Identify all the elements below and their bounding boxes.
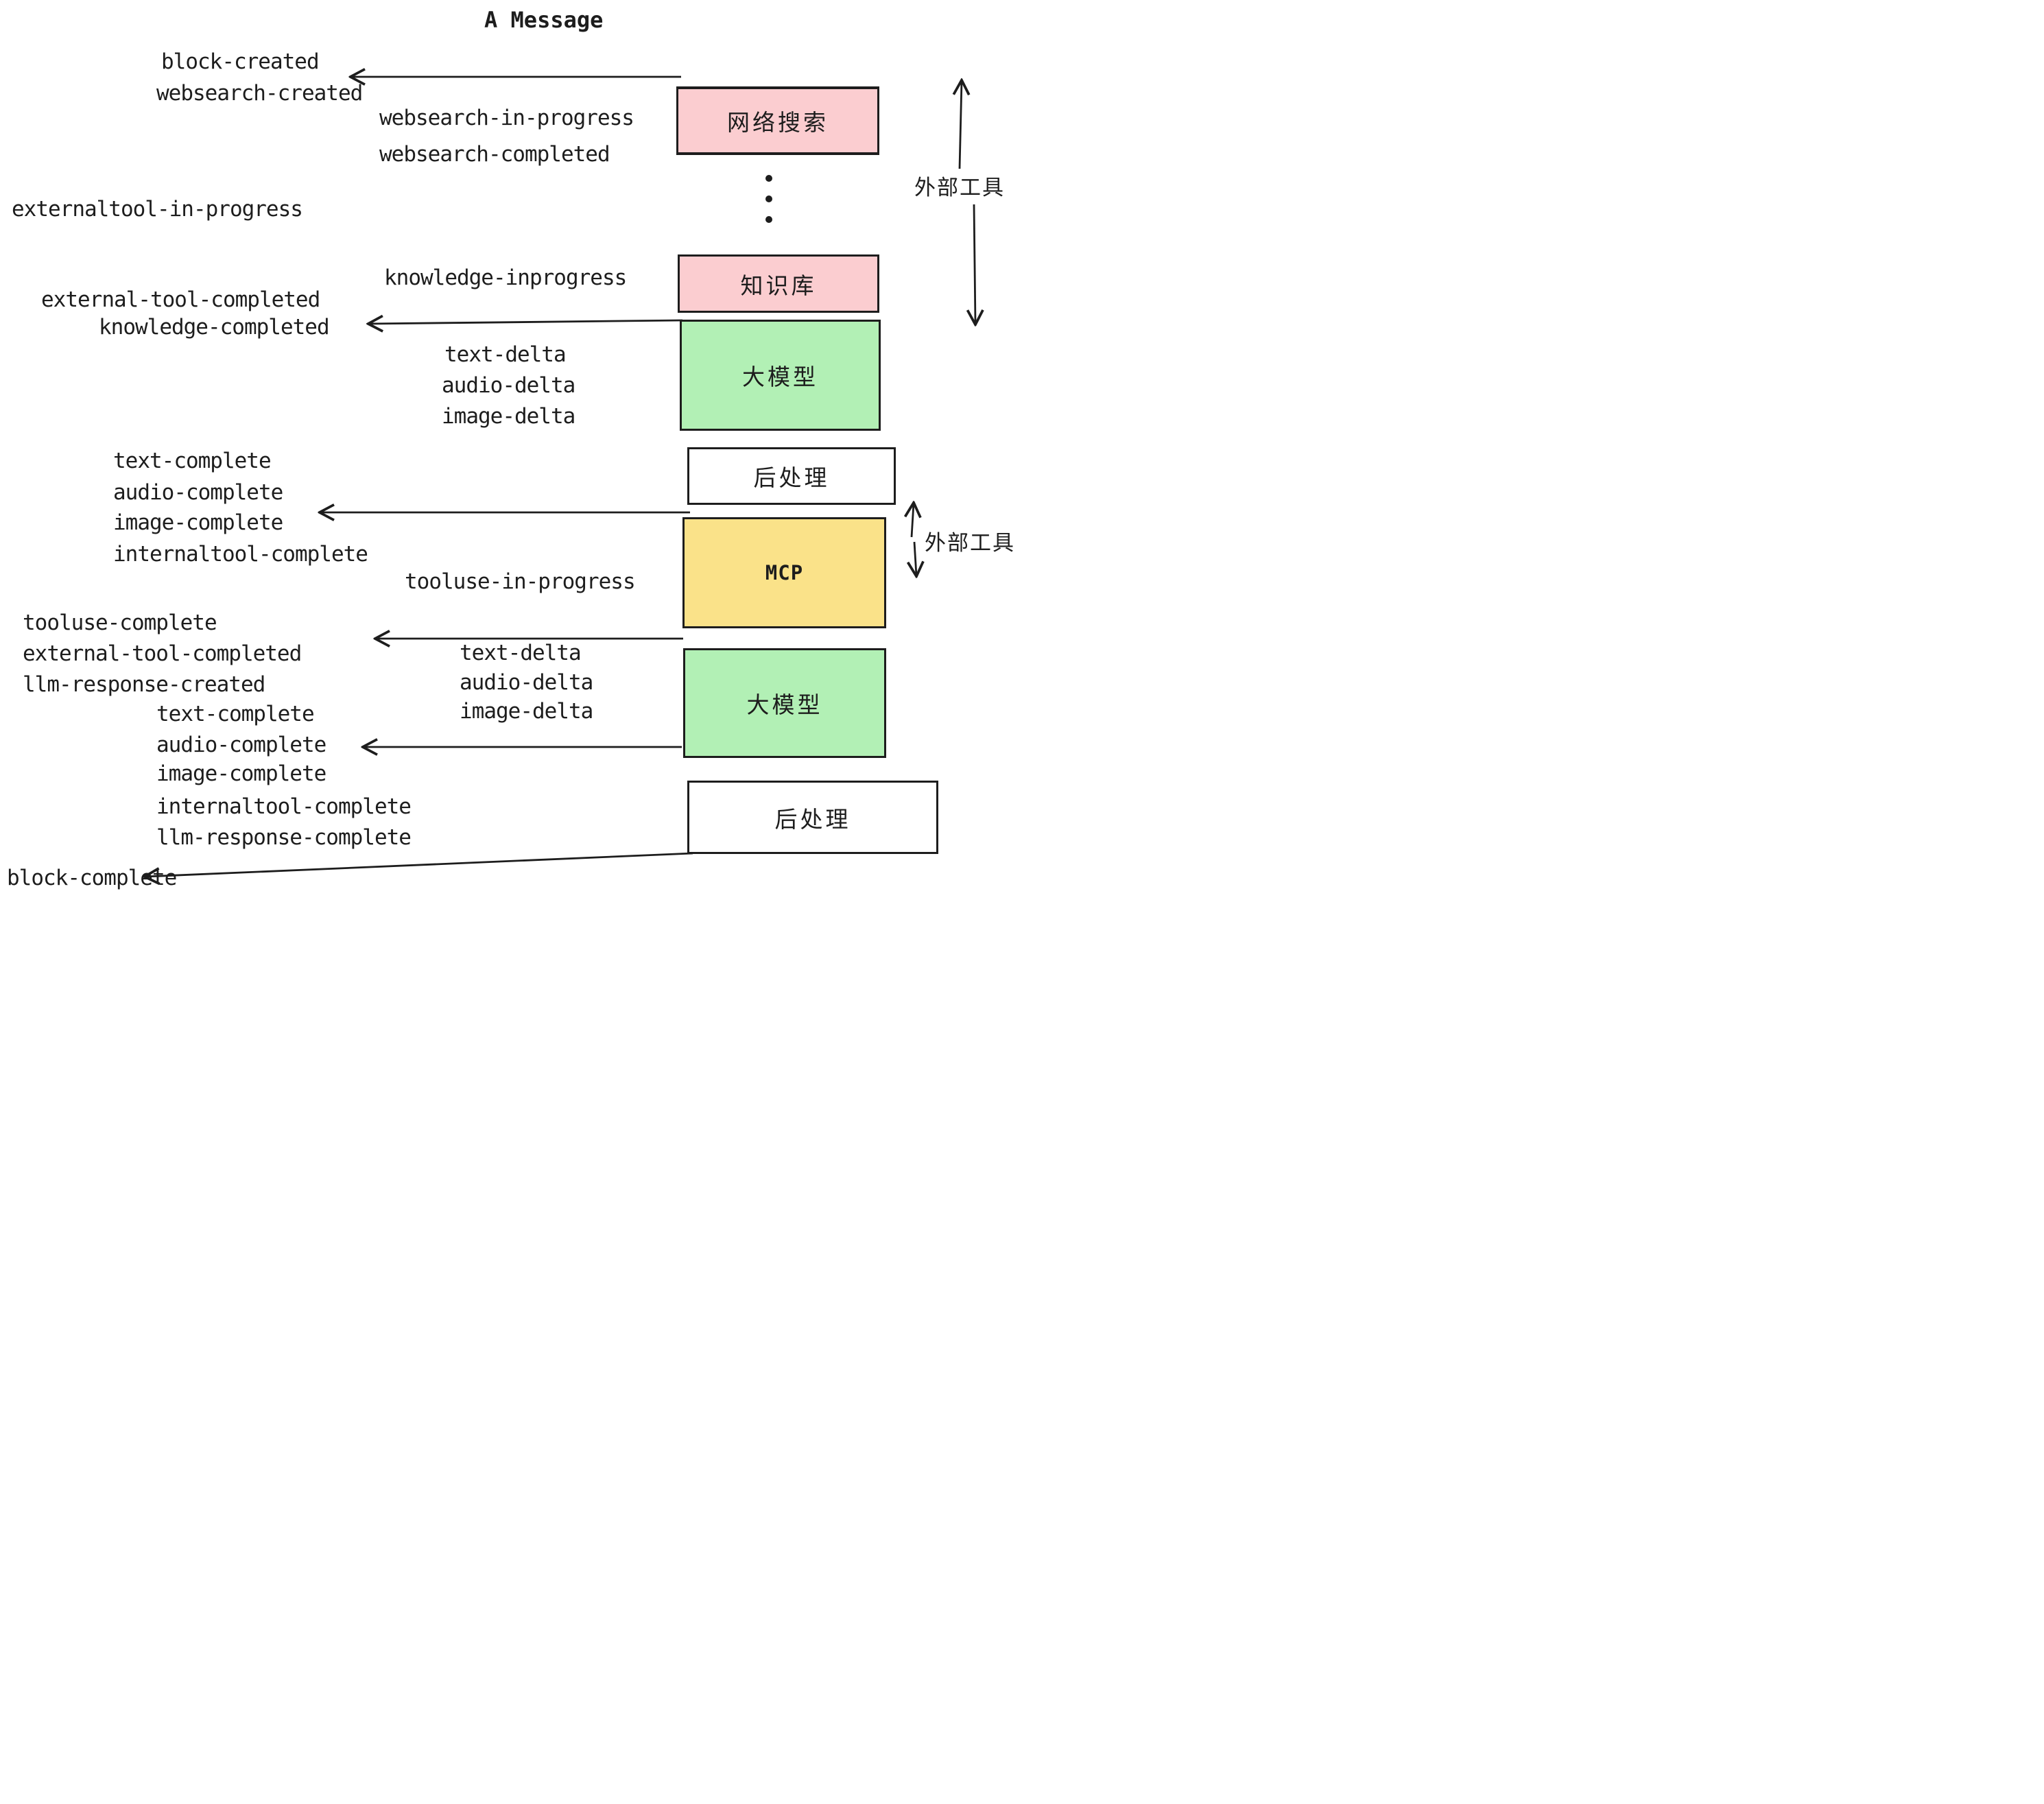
event-websearch-completed: websearch-completed bbox=[379, 142, 610, 167]
event-llm-response-complete: llm-response-complete bbox=[156, 825, 412, 850]
event-text-delta-2: text-delta bbox=[460, 641, 582, 665]
box-llm-top: 大模型 bbox=[680, 320, 881, 431]
event-internaltool-complete-2: internaltool-complete bbox=[156, 794, 412, 819]
event-text-complete-2: text-complete bbox=[156, 702, 315, 726]
arrows-layer bbox=[0, 0, 1022, 902]
event-text-complete-1: text-complete bbox=[113, 449, 272, 473]
arrow-external-tools-down-icon bbox=[974, 204, 975, 324]
ellipsis-dot-icon bbox=[765, 216, 772, 223]
box-knowledge-label: 知识库 bbox=[740, 272, 817, 299]
event-audio-delta-2: audio-delta bbox=[460, 670, 593, 695]
arrow-block-complete bbox=[145, 852, 693, 877]
box-postprocess-bottom: 后处理 bbox=[687, 781, 938, 854]
event-knowledge-completed: knowledge-completed bbox=[99, 315, 330, 340]
box-postprocess-top: 后处理 bbox=[687, 447, 896, 505]
box-postprocess-bottom-label: 后处理 bbox=[774, 805, 851, 833]
annotation-external-tools-mcp: 外部工具 bbox=[925, 531, 1015, 556]
box-websearch: 网络搜索 bbox=[676, 86, 879, 155]
annotation-external-tools-top: 外部工具 bbox=[914, 176, 1005, 200]
diagram-title: A Message bbox=[484, 7, 604, 33]
box-llm-top-label: 大模型 bbox=[742, 364, 818, 390]
event-external-tool-completed: external-tool-completed bbox=[41, 287, 320, 312]
event-tooluse-in-progress: tooluse-in-progress bbox=[405, 569, 636, 594]
event-llm-response-created: llm-response-created bbox=[23, 672, 265, 697]
event-block-complete: block-complete bbox=[7, 866, 177, 890]
event-block-created: block-created bbox=[161, 49, 320, 74]
box-mcp-label: MCP bbox=[765, 561, 804, 584]
box-knowledge: 知识库 bbox=[678, 254, 879, 313]
event-audio-delta-1: audio-delta bbox=[442, 373, 575, 398]
event-websearch-created: websearch-created bbox=[156, 81, 363, 106]
box-mcp: MCP bbox=[682, 517, 886, 628]
event-image-delta-2: image-delta bbox=[460, 699, 593, 724]
event-image-complete-2: image-complete bbox=[156, 761, 326, 786]
box-postprocess-top-label: 后处理 bbox=[753, 464, 830, 491]
ellipsis-dot-icon bbox=[765, 195, 772, 202]
event-knowledge-inprogress: knowledge-inprogress bbox=[384, 265, 627, 290]
ellipsis-dot-icon bbox=[765, 175, 772, 182]
box-websearch-label: 网络搜索 bbox=[727, 109, 829, 136]
event-text-delta-1: text-delta bbox=[444, 342, 567, 367]
event-image-complete-1: image-complete bbox=[113, 510, 283, 535]
diagram-canvas: A Message block-created websearch-create… bbox=[0, 0, 1022, 902]
event-audio-complete-2: audio-complete bbox=[156, 733, 326, 757]
event-audio-complete-1: audio-complete bbox=[113, 480, 283, 505]
box-llm-bottom-label: 大模型 bbox=[746, 691, 823, 718]
event-internaltool-complete-1: internaltool-complete bbox=[113, 542, 368, 567]
arrow-external-tools-up-icon bbox=[960, 81, 962, 169]
event-externaltool-in-progress: externaltool-in-progress bbox=[12, 197, 303, 222]
event-external-tool-completed-2: external-tool-completed bbox=[23, 641, 302, 666]
arrow-knowledge-completed bbox=[369, 320, 683, 324]
box-llm-bottom: 大模型 bbox=[683, 648, 886, 758]
event-tooluse-complete: tooluse-complete bbox=[23, 610, 217, 635]
event-image-delta-1: image-delta bbox=[442, 404, 575, 429]
arrow-mcp-down-icon bbox=[914, 541, 916, 575]
event-websearch-in-progress: websearch-in-progress bbox=[379, 106, 634, 130]
arrow-mcp-up-icon bbox=[912, 503, 914, 538]
